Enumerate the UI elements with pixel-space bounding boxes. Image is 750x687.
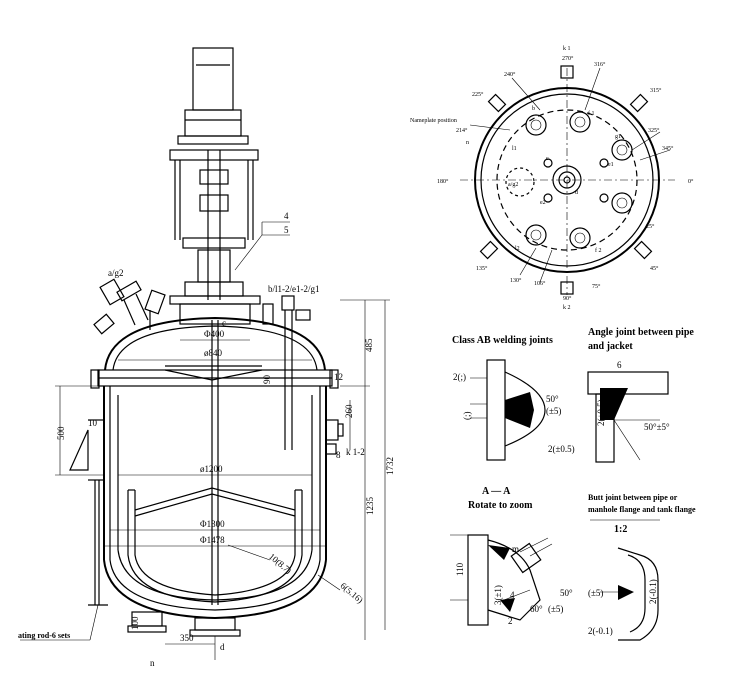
angle-dim-2h: 2(±0.5)	[548, 444, 575, 454]
aa-tol: (±5)	[548, 604, 563, 614]
top-view: k 1 270° 240° 225° 214° 180° 135° 130° 1…	[410, 46, 694, 311]
angle-title-1: Angle joint between pipe	[588, 327, 694, 338]
tv-k1: k 1	[563, 46, 571, 52]
tv-a325: 325°	[648, 127, 660, 134]
tv-l2: l2	[515, 246, 520, 252]
label-part-4: 4	[284, 211, 289, 221]
butt-tol: (±5)	[588, 588, 603, 598]
tv-a270: 270°	[562, 55, 574, 62]
tv-ag2: a/g2	[508, 182, 518, 188]
angle-dim-6: 6	[617, 360, 622, 370]
tv-a225: 225°	[472, 91, 484, 98]
tv-a75: 75°	[592, 283, 601, 290]
tv-b: b	[532, 106, 535, 112]
label-dim-8: 8	[336, 450, 341, 460]
aa-m: m	[512, 544, 519, 554]
bottom-outlet	[194, 617, 236, 631]
ab-dim-2: 2(;)	[453, 372, 466, 382]
tv-a0: 0°	[688, 178, 694, 185]
angle-deg: 50°±5°	[644, 422, 670, 432]
label-dim-12: 12	[334, 372, 343, 382]
vessel-elevation: a/g2 b/l1-2/e1-2/g1 4 5 Φ400 c ø840 ø120…	[18, 47, 395, 668]
butt-50: 50°	[560, 588, 573, 598]
ab-title: Class AB welding joints	[452, 335, 553, 346]
butt-title-1: Butt joint between pipe or	[588, 493, 678, 502]
mechanical-seal	[182, 237, 246, 249]
label-d1478: Φ1478	[200, 535, 225, 545]
aa-deg: 60°	[530, 604, 543, 614]
tv-a45: 45°	[650, 265, 659, 272]
tv-e1: e1	[608, 162, 614, 168]
label-dim-350: 350	[180, 633, 194, 643]
label-thk-10: 10(8.7)	[267, 551, 294, 576]
label-dim-1732: 1732	[385, 457, 395, 475]
ab-angle: 50°	[546, 394, 559, 404]
tv-l1: l1	[512, 146, 517, 152]
tv-n: n	[466, 140, 469, 146]
label-c: c	[222, 318, 226, 328]
tv-k2: k 2	[563, 305, 571, 311]
tv-a240: 240°	[504, 71, 516, 78]
support-frame	[169, 149, 259, 161]
detail-butt-joint: Butt joint between pipe or manhole flang…	[560, 493, 696, 641]
aa-title: A — A	[482, 486, 511, 497]
tv-a25: 25°	[646, 223, 655, 230]
tv-a180: 180°	[437, 178, 449, 185]
label-dim-100: 100	[130, 616, 140, 630]
ab-left: (;)	[462, 412, 472, 421]
label-d1200: ø1200	[200, 464, 223, 474]
tv-d: d	[575, 190, 578, 196]
label-dim-260: 260	[344, 404, 354, 418]
ab-tol: (±5)	[546, 406, 561, 416]
detail-a-a: A — A Rotate to zoom 110 3(±1) 4 2 60° (…	[450, 486, 563, 626]
detail-angle-joint: Angle joint between pipe and jacket 6 2(…	[548, 327, 694, 463]
tv-a315: 315°	[650, 87, 662, 94]
label-d1300: Φ1300	[200, 519, 225, 529]
tv-f2: f 2	[595, 247, 602, 254]
tv-a130: 130°	[510, 277, 522, 284]
tv-nameplate: Nameplate position	[410, 118, 457, 124]
label-dim-1235: 1235	[365, 497, 375, 516]
label-d: d	[220, 642, 225, 652]
label-k12: k 1-2	[346, 447, 365, 457]
label-part-5: 5	[284, 225, 289, 235]
aa-sub: Rotate to zoom	[468, 500, 533, 511]
aa-dim-2: 2	[508, 616, 513, 626]
label-dim-485: 485	[364, 338, 374, 352]
label-nozzle-ag: a/g2	[108, 268, 124, 278]
angle-title-2: and jacket	[588, 341, 633, 352]
label-dim-10: 10	[88, 418, 98, 428]
tv-g1: g1	[615, 134, 621, 140]
gearbox	[184, 109, 242, 137]
aa-dim-110: 110	[455, 562, 465, 576]
jacket-nozzle-k	[325, 419, 339, 441]
aa-dim-4: 4	[510, 590, 515, 600]
label-nozzle-b: b/l1-2/e1-2/g1	[268, 284, 320, 294]
label-d400: Φ400	[204, 329, 225, 339]
label-dim-90: 90	[262, 375, 272, 385]
aa-dim-3: 3(±1)	[493, 585, 503, 605]
tv-f1: f 1	[588, 110, 595, 117]
label-rod-note: ating rod-6 sets	[18, 631, 70, 640]
butt-dim-v: 2(-0.1)	[648, 579, 658, 604]
tv-c: c	[546, 156, 549, 162]
tv-a90: 90°	[563, 295, 572, 302]
tv-a106: 106°	[534, 280, 546, 287]
tv-a135: 135°	[476, 265, 488, 272]
butt-scale: 1:2	[614, 524, 627, 535]
label-dim-500: 500	[56, 426, 66, 440]
angle-dim-2v: 2(±0.5)	[596, 399, 606, 426]
tv-e2: e2	[540, 200, 546, 206]
label-n: n	[150, 658, 155, 668]
detail-class-ab: Class AB welding joints 2(;) 50° (±5) (;…	[452, 335, 561, 461]
motor	[192, 47, 234, 111]
label-thk-6: 6(5.16)	[338, 581, 365, 606]
tv-a345: 345°	[662, 145, 674, 152]
butt-title-2: manhole flange and tank flange	[588, 505, 696, 514]
tv-a214: 214°	[456, 127, 468, 134]
tv-a316: 316°	[594, 61, 606, 68]
label-d840: ø840	[204, 348, 223, 358]
butt-dim-h: 2(-0.1)	[588, 626, 613, 636]
